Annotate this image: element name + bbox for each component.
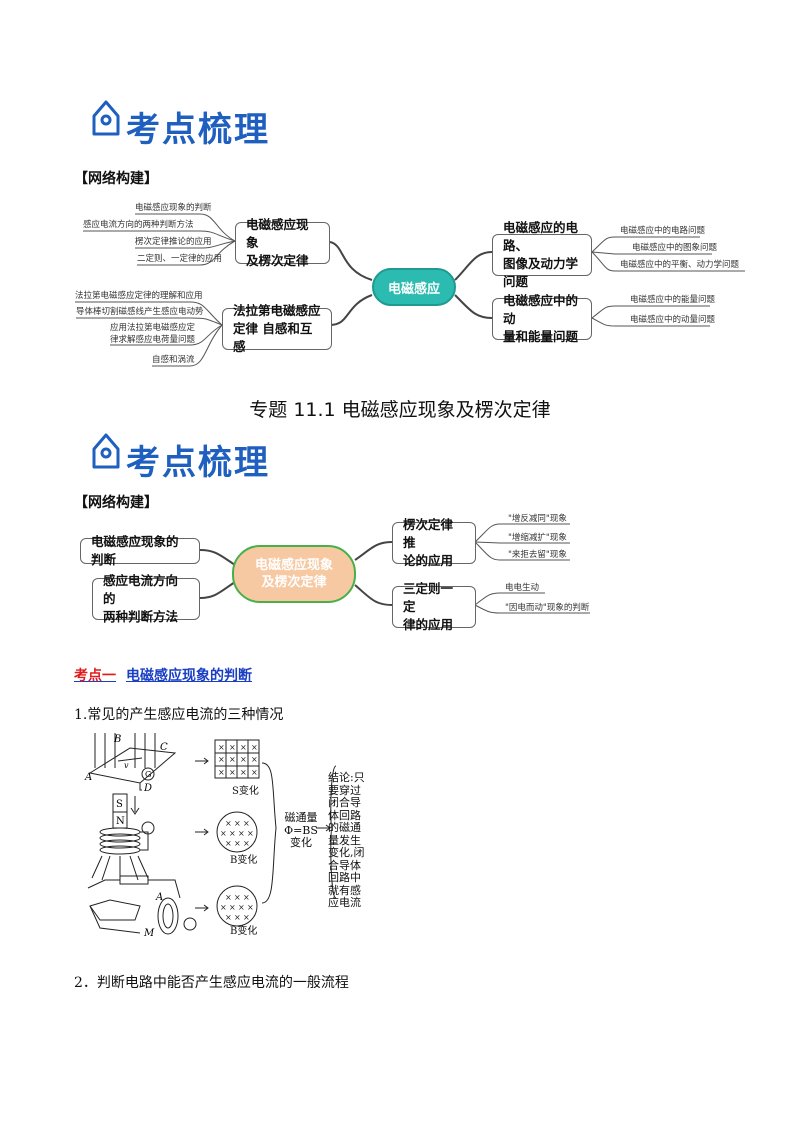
mindmap2-connectors: [199, 523, 590, 614]
mm1-leaf: 电磁感应中的图象问题: [632, 243, 718, 253]
section-label: 【网络构建】: [74, 171, 158, 187]
topic-subtitle: 专题 11.1 电磁感应现象及楞次定律: [249, 399, 551, 421]
mm1-leaf: 电磁感应中的动量问题: [630, 315, 716, 325]
mindmap1-connectors: [75, 213, 745, 367]
mm2-leaf: "增缩减扩"现象: [508, 533, 567, 543]
svg-text:×: ×: [229, 768, 236, 777]
kaodian-title: 电磁感应现象的判断: [126, 668, 252, 684]
mm2-node-right1: 楞次定律推 论的应用: [392, 517, 476, 568]
mm1-leaf: 楞次定律推论的应用: [135, 237, 212, 247]
induction-figure: B v C A D G S N A M: [84, 733, 337, 939]
svg-text:×: ×: [234, 893, 241, 902]
mm1-leaf: 自感和涡流: [152, 355, 195, 365]
svg-text:×: ×: [225, 913, 232, 922]
paragraph-2: 2．判断电路中能否产生感应电流的一般流程: [74, 975, 349, 991]
label-A2: A: [155, 892, 163, 903]
mm1-node-left-bottom: 法拉第电磁感应 定律 自感和互感: [222, 303, 332, 354]
svg-text:×: ×: [225, 819, 232, 828]
svg-text:×: ×: [229, 743, 236, 752]
svg-text:×: ×: [225, 839, 232, 848]
kaodian-heading: 考点一电磁感应现象的判断: [74, 665, 252, 685]
svg-text:×: ×: [225, 893, 232, 902]
mm1-leaf: 电磁感应现象的判断: [135, 203, 212, 213]
mm2-node-left1: 电磁感应现象的判断: [80, 534, 200, 567]
svg-text:×: ×: [240, 755, 247, 764]
label-S: S: [116, 799, 123, 810]
svg-text:×: ×: [243, 819, 250, 828]
svg-text:×: ×: [234, 839, 241, 848]
svg-text:×: ×: [220, 903, 227, 912]
mm1-leaf: 电磁感应中的能量问题: [630, 295, 716, 305]
svg-text:×: ×: [220, 829, 227, 838]
mm1-leaf: 应用法拉第电磁感应定 律求解感应电荷量问题: [110, 323, 196, 345]
b-change-label-2: B变化: [230, 926, 258, 937]
svg-text:×: ×: [238, 903, 245, 912]
svg-text:×: ×: [251, 743, 258, 752]
svg-text:×: ×: [218, 743, 225, 752]
mm1-leaf: 电磁感应中的平衡、动力学问题: [620, 260, 740, 270]
mm1-leaf: 感应电流方向的两种判断方法: [83, 220, 194, 230]
mm2-leaf: "来拒去留"现象: [508, 550, 567, 560]
svg-text:×: ×: [229, 903, 236, 912]
svg-text:×: ×: [218, 755, 225, 764]
svg-text:×: ×: [238, 829, 245, 838]
pen-nib-icon: [92, 433, 120, 469]
svg-text:×: ×: [251, 755, 258, 764]
s-change-label: S变化: [232, 786, 259, 797]
mm2-leaf: "因电而动"现象的判断: [505, 603, 590, 613]
mm1-leaf: 法拉第电磁感应定律的理解和应用: [75, 291, 203, 301]
svg-text:×: ×: [234, 819, 241, 828]
conclusion-text: 结论:只 要穿过 闭合导 体回路 的磁通 量发生 变化,闭 合导体 回路中 就有…: [328, 771, 365, 909]
svg-text:×: ×: [243, 913, 250, 922]
label-D: D: [143, 783, 152, 794]
flux-change-text: 磁通量 Φ=BS 变化: [284, 811, 318, 849]
mm2-node-left2: 感应电流方向的 两种判断方法: [92, 573, 200, 624]
svg-text:×: ×: [229, 755, 236, 764]
pen-nib-icon: [92, 100, 120, 136]
svg-text:×: ×: [247, 829, 254, 838]
kaodian-lead: 考点一: [74, 668, 116, 684]
svg-text:×: ×: [218, 768, 225, 777]
svg-text:×: ×: [240, 768, 247, 777]
mm2-node-right2: 三定则一定 律的应用: [392, 581, 476, 632]
svg-text:×: ×: [243, 893, 250, 902]
label-M: M: [143, 928, 155, 939]
svg-text:×: ×: [251, 768, 258, 777]
svg-text:×: ×: [247, 903, 254, 912]
header-title: 考点梳理: [126, 110, 270, 150]
svg-text:×: ×: [229, 829, 236, 838]
mm1-leaf: 二定则、一定律的应用: [137, 254, 223, 264]
label-G: G: [145, 770, 151, 779]
mm2-leaf: 电电生动: [505, 583, 540, 593]
mm1-leaf: 导体棒切割磁感线产生感应电动势: [76, 307, 204, 317]
svg-text:×: ×: [240, 743, 247, 752]
header-title: 考点梳理: [126, 443, 270, 483]
label-B: B: [113, 734, 121, 745]
label-C: C: [160, 742, 168, 753]
mm2-center-node: 电磁感应现象 及楞次定律: [232, 545, 356, 603]
paragraph-1: 1.常见的产生感应电流的三种情况: [74, 707, 284, 723]
label-N: N: [116, 816, 125, 827]
mm2-leaf: "增反减同"现象: [508, 514, 567, 524]
svg-text:×: ×: [234, 913, 241, 922]
label-v: v: [124, 761, 129, 770]
svg-text:×: ×: [243, 839, 250, 848]
mm1-center-node: 电磁感应: [372, 268, 456, 306]
b-change-label-1: B变化: [230, 855, 258, 866]
label-A: A: [84, 772, 92, 783]
mm1-leaf: 电磁感应中的电路问题: [620, 226, 706, 236]
section-label: 【网络构建】: [74, 495, 158, 511]
